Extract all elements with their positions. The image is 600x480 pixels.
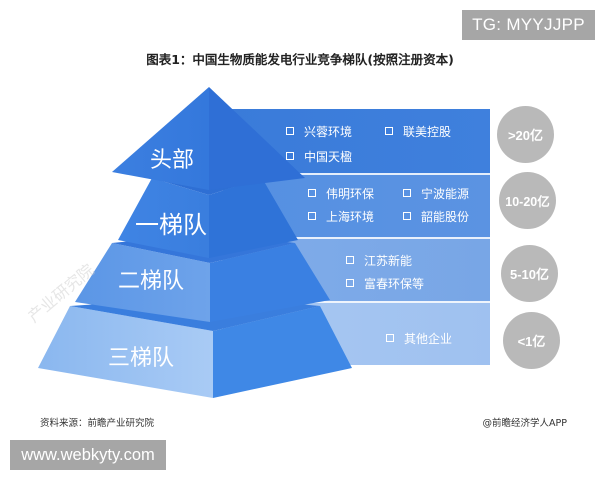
tier-label-tier1: 一梯队 [135,211,207,239]
website-badge: www.webkyty.com [10,440,166,470]
credit-note: @前瞻经济学人APP [482,418,567,429]
square-bullet-icon [346,279,354,287]
chart-title: 图表1：中国生物质能发电行业竞争梯队(按照注册资本) [146,52,454,67]
tier-label-tier2: 二梯队 [118,269,185,294]
capital-badge-head: >20亿 [497,106,554,163]
company-item: 上海环境 [308,209,374,225]
company-item: 伟明环保 [308,186,374,202]
tg-badge: TG: MYYJJPP [462,10,595,40]
square-bullet-icon [385,127,393,135]
square-bullet-icon [308,189,316,197]
square-bullet-icon [346,256,354,264]
company-item: 江苏新能 [346,253,412,269]
capital-badge-tier2: 5-10亿 [501,245,558,302]
company-item: 富春环保等 [346,276,424,292]
capital-badge-tier3: <1亿 [503,312,560,369]
square-bullet-icon [386,334,394,342]
company-item: 中国天楹 [286,149,352,165]
company-item: 联美控股 [385,124,451,140]
square-bullet-icon [286,127,294,135]
tier-label-head: 头部 [150,148,195,173]
square-bullet-icon [403,212,411,220]
company-item: 宁波能源 [403,186,469,202]
square-bullet-icon [308,212,316,220]
company-item: 韶能股份 [403,209,469,225]
square-bullet-icon [286,152,294,160]
pyramid-head [112,87,305,190]
capital-badge-tier1: 10-20亿 [499,172,556,229]
tier-label-tier3: 三梯队 [108,346,175,371]
square-bullet-icon [403,189,411,197]
company-item: 其他企业 [386,331,452,347]
source-note: 资料来源：前瞻产业研究院 [40,418,155,429]
company-item: 兴蓉环境 [286,124,352,140]
